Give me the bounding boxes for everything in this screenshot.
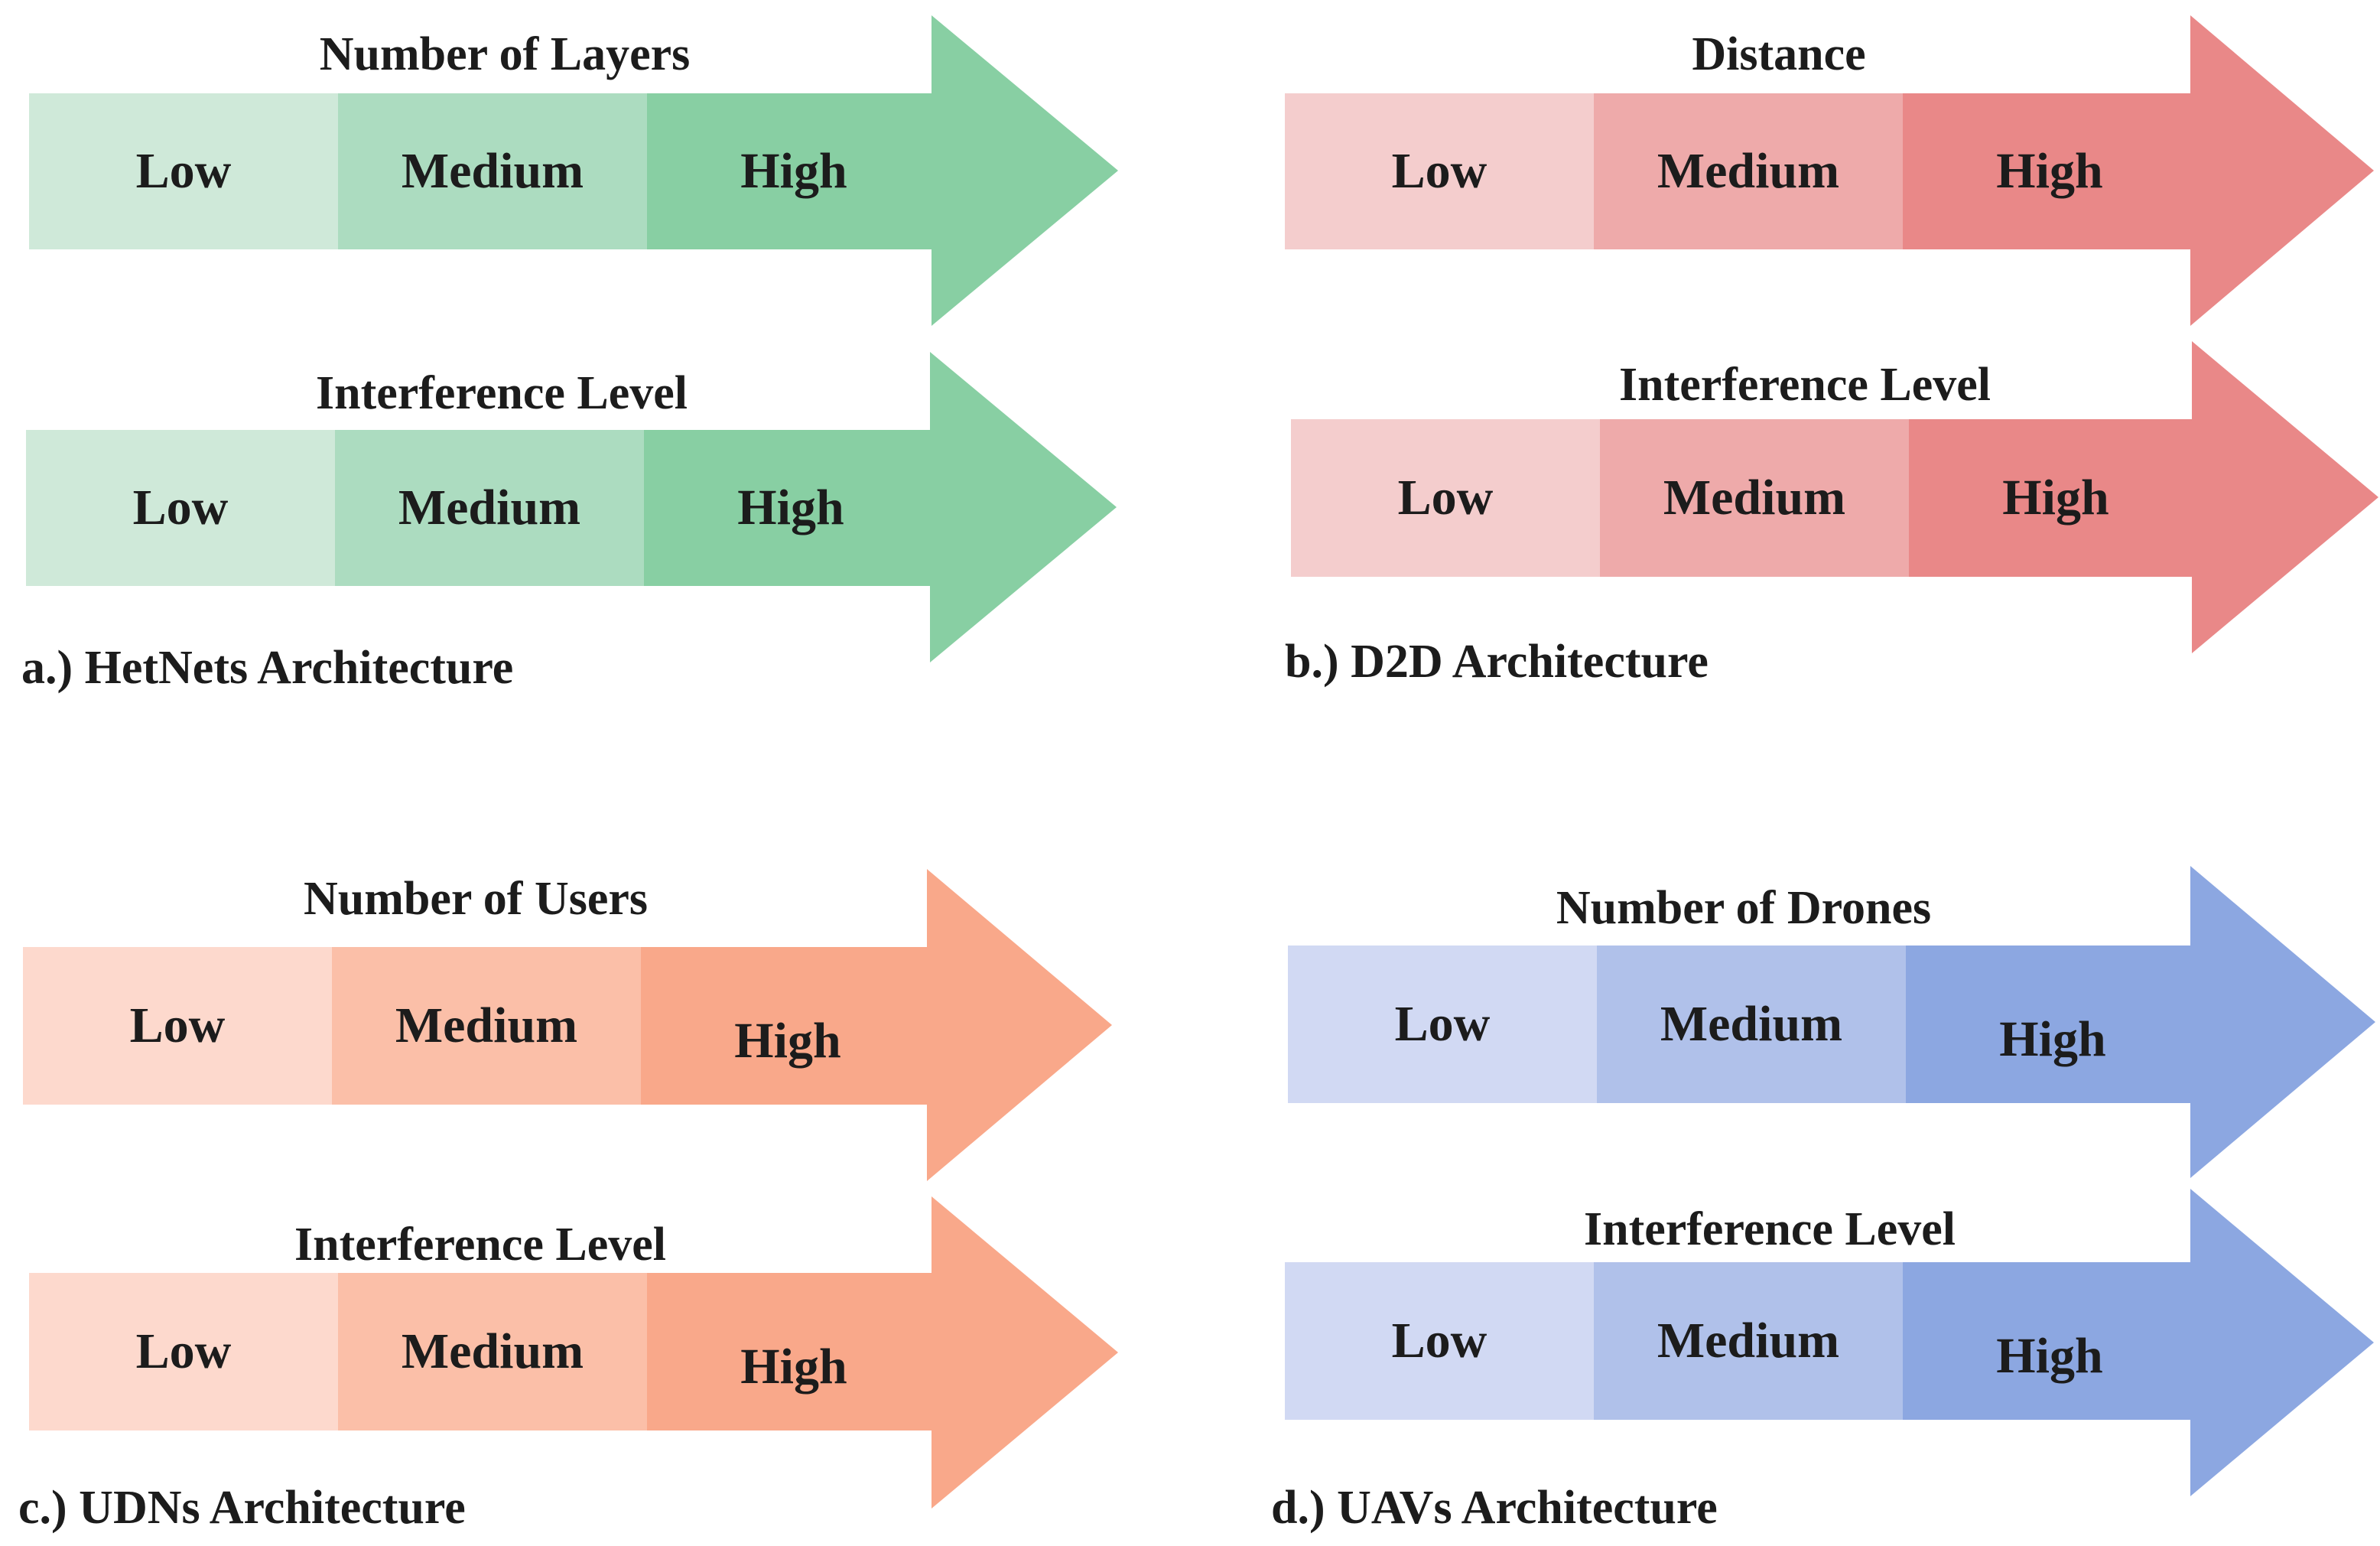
level-label-high: High [740, 1339, 847, 1395]
level-label-low: Low [1394, 996, 1491, 1052]
level-label-low: Low [135, 1323, 232, 1379]
arrow-segment-low [1288, 946, 1598, 1103]
arrow-title: Interference Level [1618, 359, 1991, 411]
arrow-segment-medium [1594, 93, 1904, 249]
arrow-title: Distance [1692, 28, 1866, 80]
level-label-medium: Medium [401, 1323, 584, 1379]
arrow-segment-medium [338, 93, 648, 249]
arrow-head-segment-high [641, 869, 1112, 1181]
arrow-segment-low [29, 1273, 339, 1430]
level-label-high: High [1999, 1011, 2106, 1067]
arrow-title: Interference Level [294, 1219, 667, 1271]
arrow-segment-medium [1594, 1262, 1904, 1420]
arrow-segment-low [1285, 93, 1595, 249]
arrow-segment-low [1285, 1262, 1595, 1420]
panel-caption: a.) HetNets Architecture [21, 642, 514, 694]
arrow-segment-medium [332, 947, 642, 1105]
level-label-low: Low [132, 480, 229, 535]
arrow-head-segment-high [1903, 15, 2374, 326]
panel-caption: d.) UAVs Architecture [1271, 1482, 1718, 1534]
level-label-high: High [1996, 1328, 2103, 1384]
level-label-medium: Medium [398, 480, 581, 535]
panel-caption: c.) UDNs Architecture [18, 1482, 466, 1534]
level-label-medium: Medium [1663, 470, 1846, 526]
panel-caption: b.) D2D Architecture [1285, 636, 1709, 688]
arrow-segment-medium [1600, 419, 1910, 577]
arrow-head-segment-high [647, 1196, 1118, 1509]
level-label-low: Low [1391, 143, 1488, 199]
level-label-medium: Medium [401, 143, 584, 199]
level-label-high: High [1996, 143, 2103, 199]
arrow-title: Number of Layers [319, 28, 691, 80]
arrow-segment-low [26, 430, 336, 586]
arrow-head-segment-high [647, 15, 1118, 326]
level-label-medium: Medium [1657, 143, 1840, 199]
arrow-head-segment-high [1909, 341, 2378, 653]
arrow-segment-low [29, 93, 339, 249]
arrow-head-segment-high [644, 352, 1117, 662]
arrow-segment-low [1291, 419, 1601, 577]
arrow-title: Interference Level [315, 367, 688, 419]
level-label-low: Low [135, 143, 232, 199]
level-label-low: Low [1391, 1313, 1488, 1369]
arrow-segment-medium [1597, 946, 1907, 1103]
level-label-high: High [734, 1013, 841, 1069]
arrow-segment-medium [335, 430, 645, 586]
arrow-title: Number of Users [303, 873, 649, 925]
arrow-segment-low [23, 947, 333, 1105]
arrow-title: Interference Level [1583, 1203, 1956, 1255]
level-label-high: High [740, 143, 847, 199]
level-label-medium: Medium [395, 998, 578, 1053]
arrow-head-segment-high [1906, 866, 2375, 1178]
level-label-low: Low [129, 998, 226, 1053]
level-label-medium: Medium [1660, 996, 1843, 1052]
arrow-segment-medium [338, 1273, 648, 1430]
level-label-high: High [2002, 470, 2109, 526]
level-label-low: Low [1397, 470, 1494, 526]
arrow-title: Number of Drones [1556, 882, 1932, 934]
level-label-high: High [737, 480, 844, 535]
level-label-medium: Medium [1657, 1313, 1840, 1369]
arrow-head-segment-high [1903, 1189, 2374, 1496]
